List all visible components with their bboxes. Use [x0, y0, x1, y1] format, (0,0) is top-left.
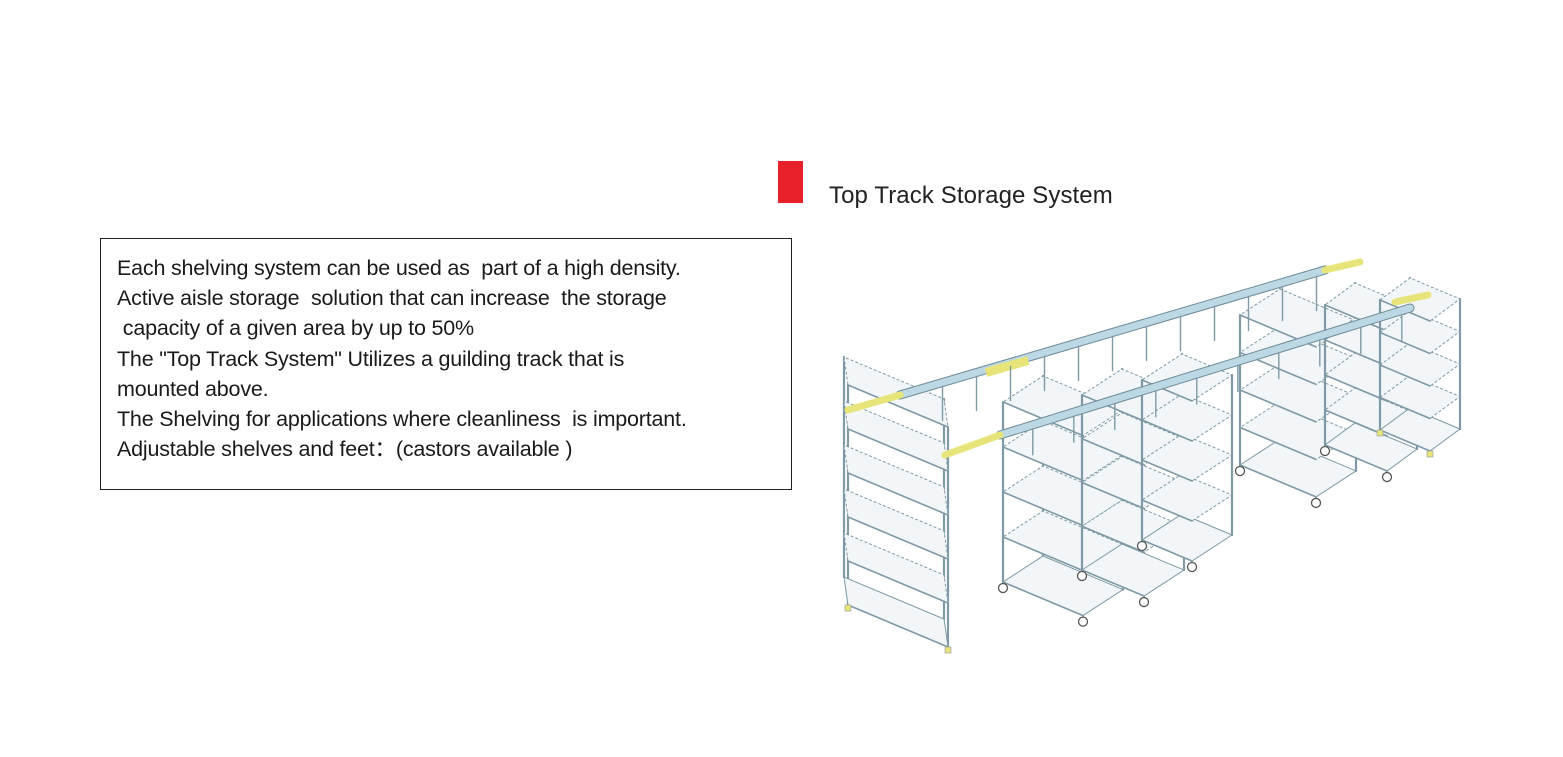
overhead-track-front — [996, 304, 1414, 439]
description-line: Active aisle storage solution that can i… — [117, 286, 667, 311]
castor-wheel — [1186, 561, 1198, 573]
shelf-front-rail — [1141, 539, 1193, 562]
adjustable-foot — [944, 646, 952, 654]
overhead-track-back — [896, 266, 1329, 399]
shelf-front-rail — [847, 560, 949, 604]
castor-wheel — [1136, 540, 1148, 552]
castor-wheel — [1138, 596, 1150, 608]
shelf-front-rail — [1081, 437, 1145, 466]
castor-wheel — [1077, 616, 1089, 627]
top-track-shelving-illustration — [842, 258, 1462, 654]
shelf-front-rail — [1141, 499, 1193, 522]
shelf-front-rail — [1081, 525, 1145, 554]
shelf-front-rail — [1239, 389, 1317, 423]
track-end-cap — [941, 431, 1004, 459]
castor-wheel — [1319, 445, 1331, 457]
description-line: capacity of a given area by up to 50% — [117, 316, 474, 341]
description-line: mounted above. — [117, 376, 269, 401]
description-line: The "Top Track System" Utilizes a guildi… — [117, 346, 625, 371]
shelf-front-rail — [1379, 396, 1431, 420]
castor-wheel — [1234, 465, 1246, 477]
shelf-front-rail — [847, 428, 949, 472]
shelf-front-rail — [1081, 481, 1145, 510]
shelf-front-rail — [1002, 536, 1084, 572]
shelf-front-rail — [847, 472, 949, 516]
track-coupler — [984, 356, 1030, 377]
shelving-unit — [842, 355, 952, 654]
shelf-front-rail — [1379, 429, 1431, 452]
shelf-front-rail — [1239, 426, 1317, 461]
shelf-front-rail — [1002, 491, 1084, 527]
shelf-front-rail — [1141, 459, 1193, 482]
castor-wheel — [1076, 570, 1088, 582]
shelf-front-rail — [1081, 569, 1145, 597]
shelf-front-rail — [847, 604, 949, 648]
description-line: The Shelving for applications where clea… — [117, 407, 687, 432]
track-end-cap — [1321, 258, 1364, 274]
shelf-front-rail — [1081, 394, 1145, 422]
castor-wheel — [997, 582, 1009, 594]
shelf-front-rail — [1324, 374, 1388, 402]
shelf-front-rail — [1324, 339, 1388, 367]
track-end-cap — [844, 391, 904, 414]
shelf-front-rail — [1141, 379, 1193, 402]
shelf-front-rail — [1379, 364, 1431, 387]
shelf-front-rail — [847, 384, 949, 428]
castor-wheel — [1381, 471, 1393, 483]
section-accent-bar — [778, 161, 803, 203]
shelf-front-rail — [1141, 419, 1193, 442]
shelf-front-rail — [1324, 304, 1388, 332]
description-box: Each shelving system can be used as part… — [100, 238, 792, 490]
description-line: Each shelving system can be used as part… — [117, 256, 681, 280]
track-end-cap — [1391, 291, 1432, 306]
shelf-front-rail — [1239, 464, 1317, 498]
adjustable-foot — [1426, 450, 1434, 458]
castor-wheel — [1310, 497, 1322, 509]
shelf-front-rail — [1324, 444, 1388, 472]
adjustable-foot — [1376, 429, 1384, 437]
shelving-unit — [1376, 276, 1462, 458]
overhead-tracks — [844, 258, 1432, 459]
description-line: Adjustable shelves and feet：(castors ava… — [117, 437, 573, 462]
adjustable-foot — [844, 604, 852, 612]
shelving-unit — [1234, 287, 1358, 509]
shelf-front-rail — [1379, 331, 1431, 355]
shelf-front-rail — [847, 516, 949, 560]
shelving-units — [842, 276, 1462, 654]
shelf-front-rail — [1002, 581, 1084, 617]
shelf-front-rail — [1002, 446, 1084, 482]
section-title: Top Track Storage System — [829, 182, 1113, 209]
shelf-deck — [1323, 282, 1419, 332]
shelf-front-rail — [1324, 409, 1388, 437]
